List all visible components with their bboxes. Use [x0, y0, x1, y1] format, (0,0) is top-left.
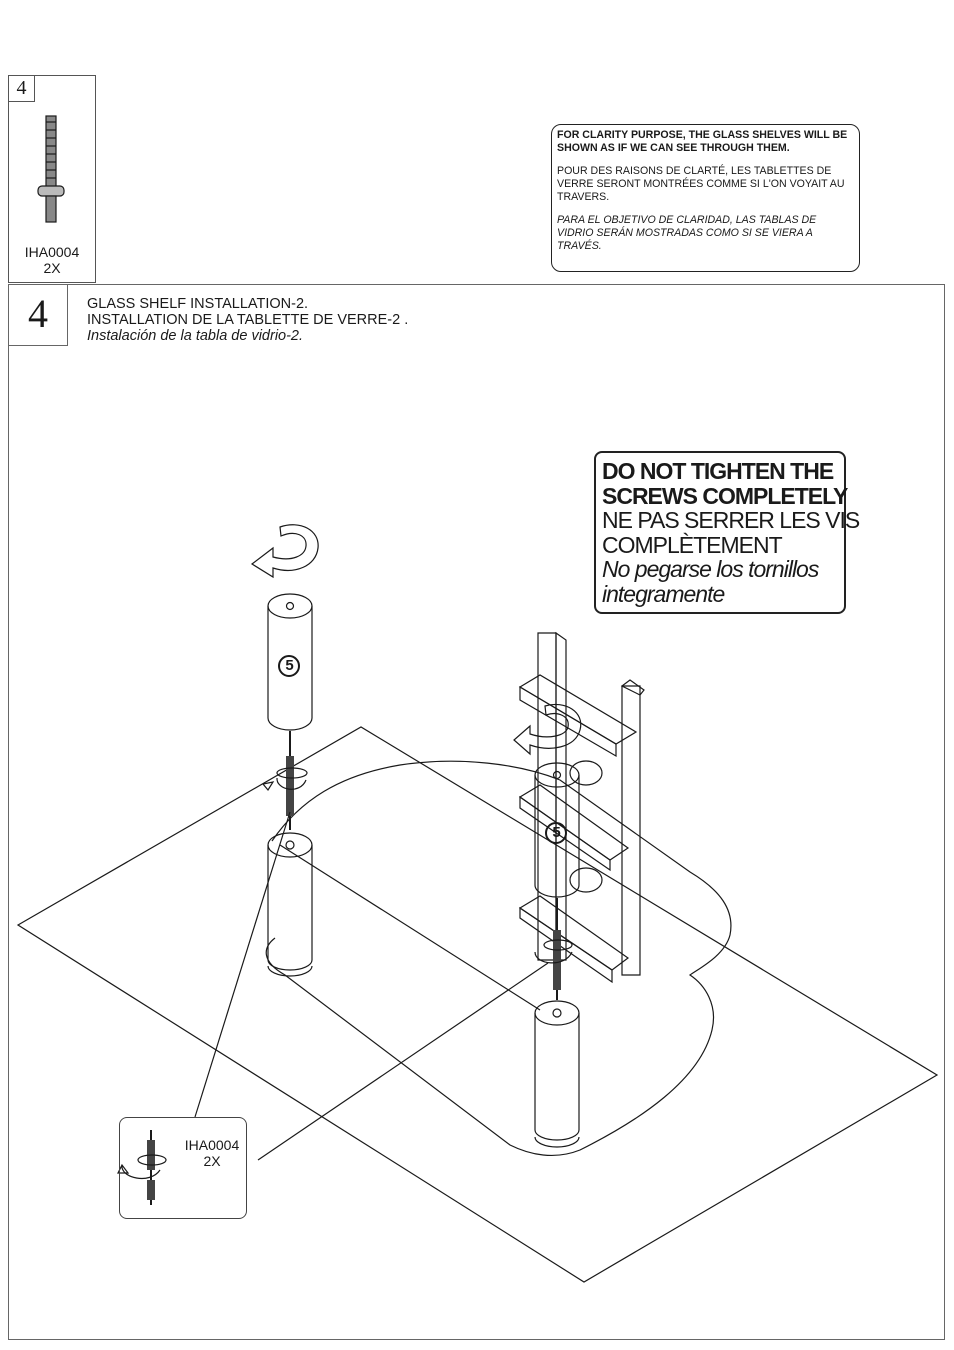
inset-quantity: 2X [203, 1153, 221, 1169]
title-french: INSTALLATION DE LA TABLETTE DE VERRE-2 . [87, 312, 409, 328]
parts-step-number: 4 [8, 75, 35, 102]
rotate-arrow-icon [250, 524, 319, 579]
cylinder-post-icon [267, 593, 313, 731]
hardware-inset [119, 1117, 247, 1219]
step-number: 4 [8, 284, 68, 346]
warning-line-3: NE PAS SERRER LES VIS [602, 507, 860, 533]
threaded-stud-icon [37, 115, 65, 223]
post-callout-right: 5 [552, 824, 561, 841]
notice-english: FOR CLARITY PURPOSE, THE GLASS SHELVES W… [557, 129, 848, 154]
tighten-warning: DO NOT TIGHTEN THE SCREWS COMPLETELY NE … [594, 451, 860, 614]
upper-glass-shelf-icon [265, 760, 732, 1156]
notice-french: POUR DES RAISONS DE CLARTÉ, LES TABLETTE… [557, 165, 845, 203]
lower-glass-shelf-icon [16, 726, 939, 1283]
clarity-notice: FOR CLARITY PURPOSE, THE GLASS SHELVES W… [551, 124, 860, 272]
parts-quantity: 2X [43, 260, 61, 276]
parts-code: IHA0004 [24, 244, 80, 260]
notice-spanish: PARA EL OBJETIVO DE CLARIDAD, LAS TABLAS… [557, 214, 817, 252]
parts-label: IHA0004 2X [10, 244, 94, 276]
inset-label: IHA0004 2X [180, 1137, 244, 1169]
warning-line-2: SCREWS COMPLETELY [602, 482, 848, 509]
title-english: GLASS SHELF INSTALLATION-2. [87, 296, 309, 312]
title-spanish: Instalación de la tabla de vidrio-2. [87, 328, 304, 344]
step-titles: GLASS SHELF INSTALLATION-2. INSTALLATION… [87, 296, 408, 344]
warning-line-4: COMPLÈTEMENT [602, 531, 783, 558]
warning-line-1: DO NOT TIGHTEN THE [602, 458, 834, 484]
warning-line-5: No pegarse los tornillos [602, 556, 819, 582]
inset-part-code: IHA0004 [184, 1137, 240, 1153]
parts-box [8, 75, 96, 283]
step-panel [8, 284, 945, 1340]
post-callout-left: 5 [285, 657, 294, 674]
warning-line-6: integramente [602, 580, 725, 607]
